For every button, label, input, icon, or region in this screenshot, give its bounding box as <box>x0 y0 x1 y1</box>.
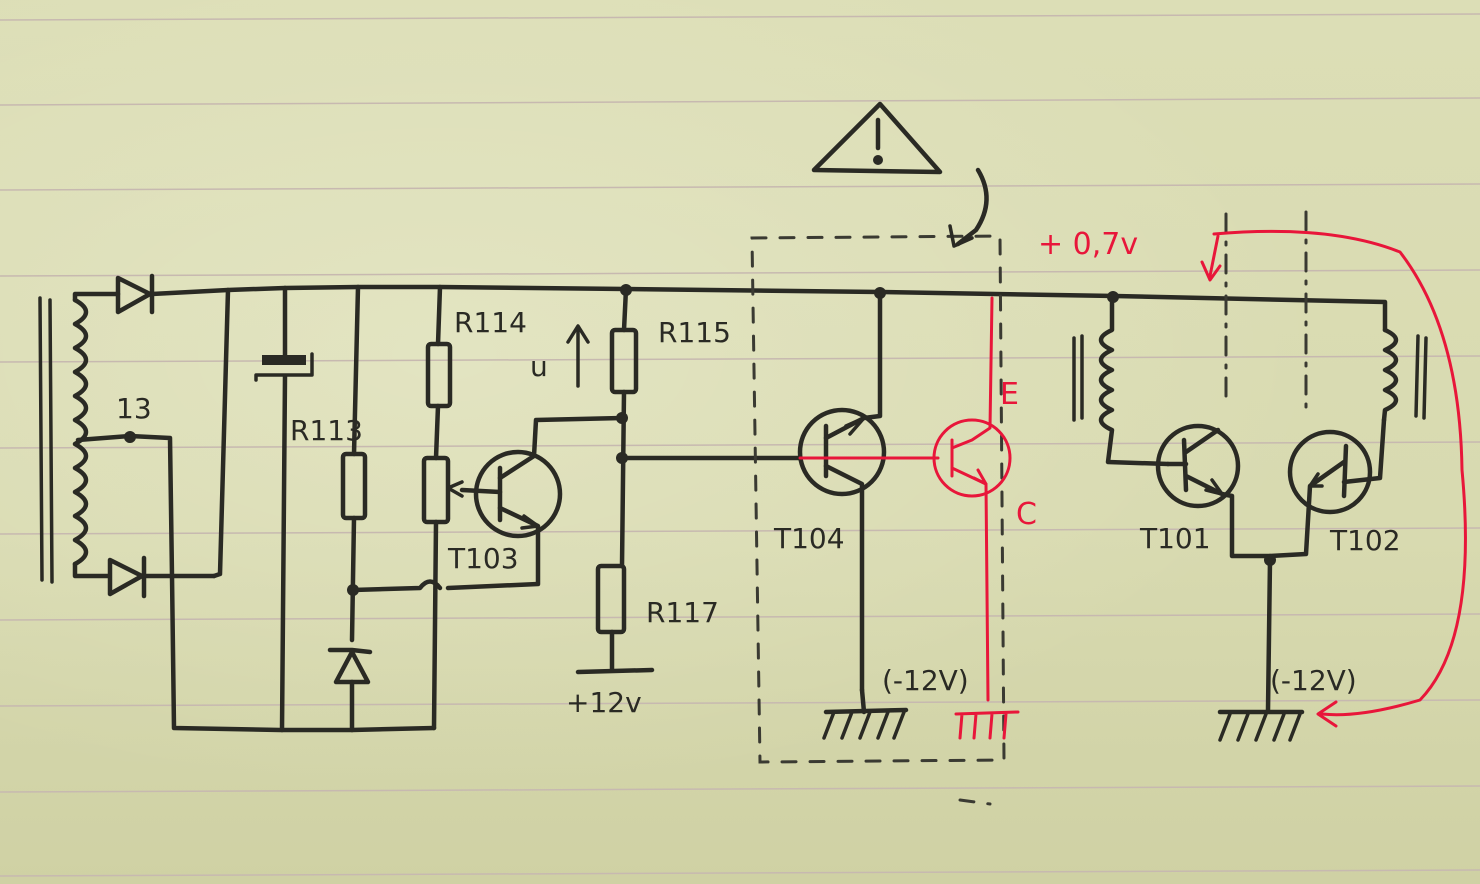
diode-bottom <box>107 555 217 599</box>
ground-left-icon <box>822 687 909 740</box>
r113-label: R113 <box>290 414 363 447</box>
top-rail <box>149 284 1388 333</box>
transformer <box>38 291 175 584</box>
transistor-t103 <box>445 415 625 591</box>
t103-label: T103 <box>447 542 519 575</box>
t101-label: T101 <box>1139 522 1211 555</box>
red-annotations <box>798 229 1467 740</box>
r114-label: R114 <box>454 306 527 339</box>
minus12-right-label: (-12V) <box>1270 664 1357 697</box>
tap-node <box>124 431 136 443</box>
r115-label: R115 <box>658 316 731 349</box>
r113-zener-branch <box>327 284 443 733</box>
minus12-left-label: (-12V) <box>882 664 969 697</box>
rectifier-link <box>211 287 231 579</box>
r117-label: R117 <box>646 596 719 629</box>
output-stage <box>1072 210 1428 742</box>
ruled-lines <box>0 13 1480 877</box>
module-box <box>750 234 1006 806</box>
diode-top <box>115 273 155 315</box>
tap-label: 13 <box>116 392 152 425</box>
divider-branch <box>575 284 803 675</box>
warning-triangle-icon <box>811 101 989 248</box>
t104-label: T104 <box>773 522 845 555</box>
t102-label: T102 <box>1329 524 1401 557</box>
transistor-t104 <box>797 287 887 693</box>
plus12-label: +12v <box>566 686 642 719</box>
capacitor <box>254 285 314 733</box>
bottom-rail <box>169 573 437 733</box>
r114-pot-branch <box>421 284 464 731</box>
u-label: u <box>530 350 548 383</box>
emitter-label: E <box>1000 377 1019 412</box>
collector-label: C <box>1016 497 1037 532</box>
voltage-annotation: + 0,7v <box>1038 227 1138 262</box>
u-arrow-icon <box>566 324 590 388</box>
